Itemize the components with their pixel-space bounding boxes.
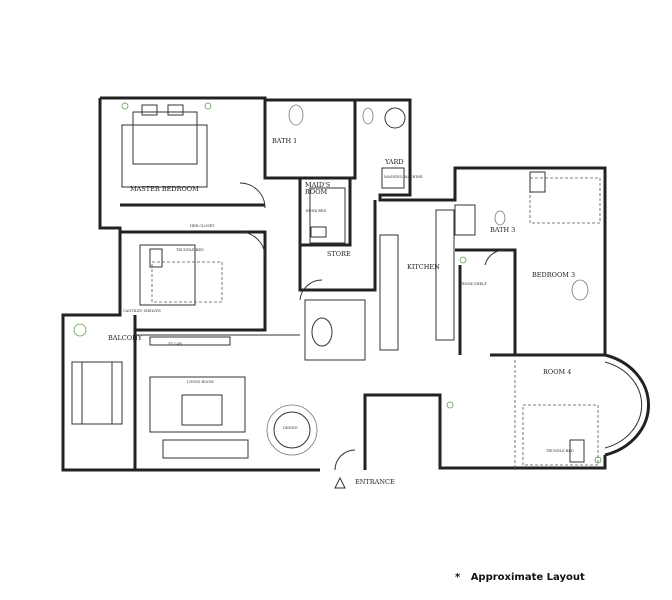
label-her-closet: HER CLOSET: [190, 224, 215, 228]
label-bath3: BATH 3: [490, 226, 515, 234]
label-washing-machine: WASHING MACHINE: [384, 175, 423, 179]
label-master-bedroom: MASTER BEDROOM: [130, 185, 199, 193]
plants: [73, 102, 602, 464]
label-trundle-bed-2: TRUNDLE BED: [546, 449, 574, 453]
label-book-shelf: BOOK SHELF: [462, 282, 487, 286]
label-balcony: BALCONY: [108, 334, 143, 342]
approximate-layout-note: * Approximate Layout: [455, 572, 585, 583]
walls: [61, 96, 650, 472]
doors: [239, 182, 506, 471]
note-text: Approximate Layout: [470, 572, 585, 583]
label-dining: DINING: [283, 426, 298, 430]
note-asterisk: *: [455, 572, 461, 583]
label-entrance: ENTRANCE: [355, 478, 395, 486]
label-bath1: BATH 1: [272, 137, 297, 145]
label-maids-room: MAID'S: [305, 181, 330, 189]
label-room4: ROOM 4: [543, 368, 571, 376]
label-store: STORE: [327, 250, 351, 258]
label-trundle-bed: TRUNDLE BED: [176, 248, 204, 252]
furniture: [71, 104, 601, 466]
label-bunk-bed: BUNK BED: [306, 209, 326, 213]
label-yard: YARD: [384, 158, 404, 166]
label-tv-cab: TV CAB: [168, 342, 182, 346]
label-living-room: LIVING ROOM: [187, 380, 214, 384]
label-maids-room-2: ROOM: [305, 188, 328, 196]
label-kitchen: KITCHEN: [407, 263, 440, 271]
label-cantilev-shelves: CANTILEV SHELVES: [123, 309, 162, 313]
entrance-marker: [334, 476, 346, 489]
label-bedroom3: BEDROOM 3: [532, 271, 575, 279]
